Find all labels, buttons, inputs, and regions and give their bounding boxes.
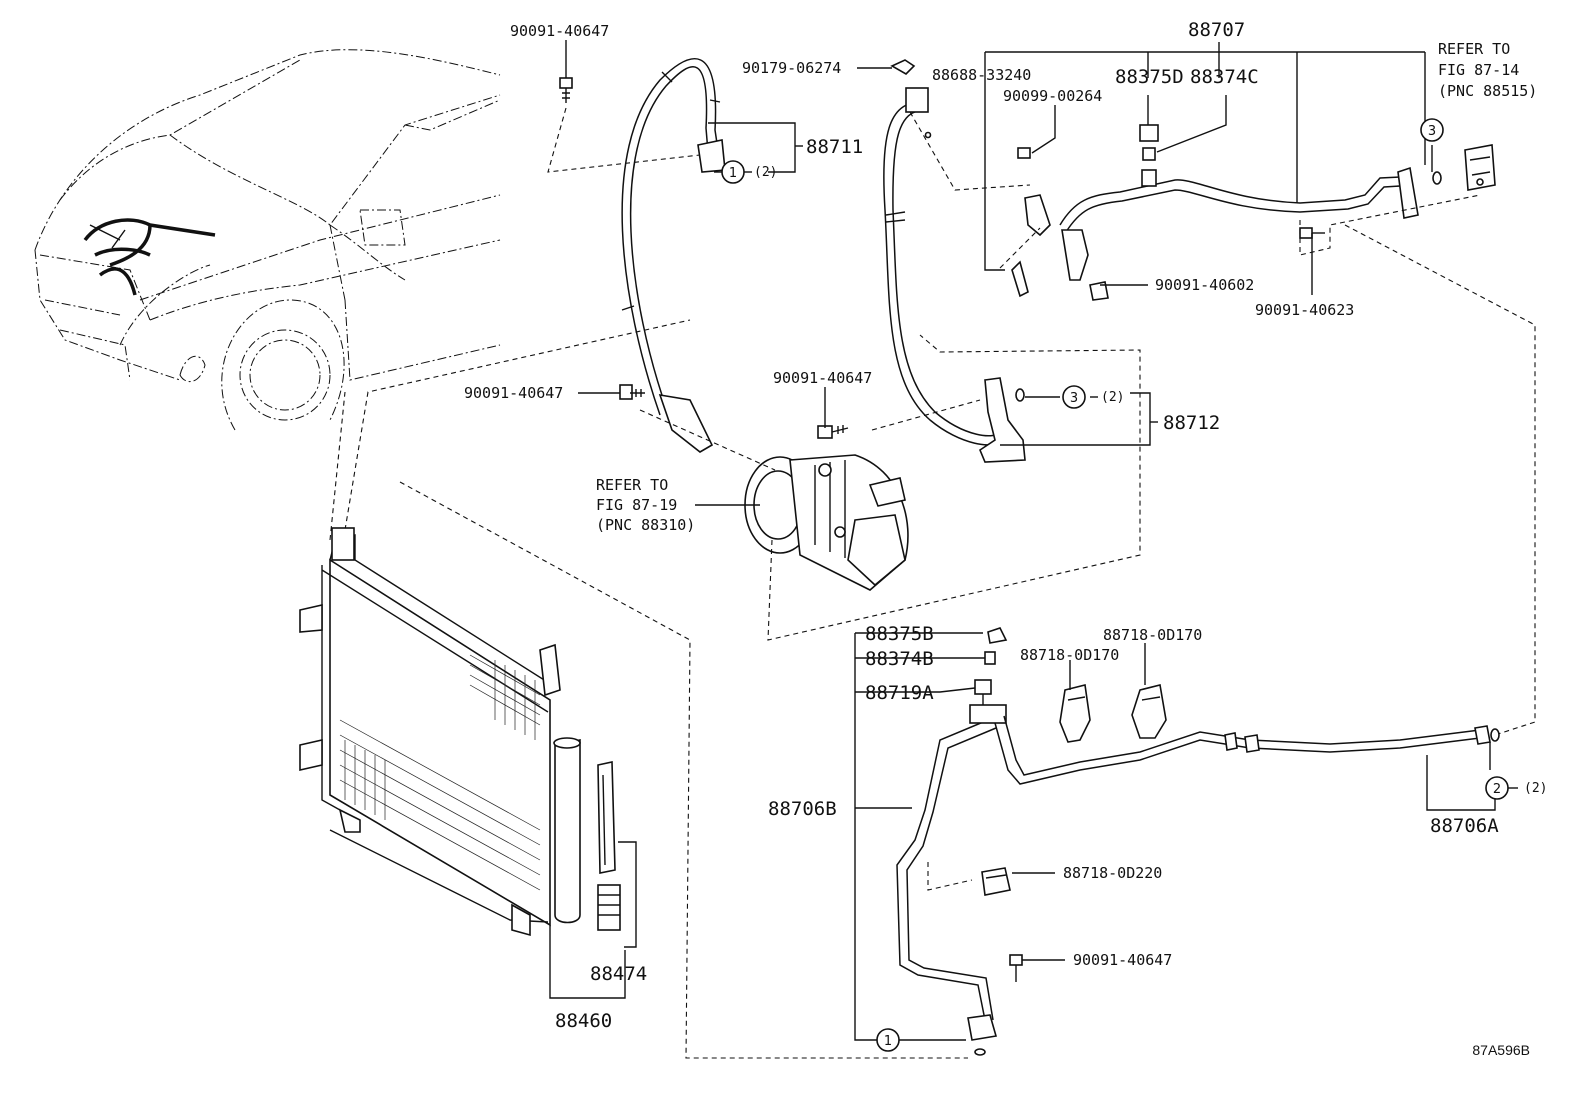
label-88718-0D220: 88718-0D220	[1063, 864, 1162, 882]
label-88718-0D170-a: 88718-0D170	[1020, 646, 1119, 664]
svg-text:FIG 87-19: FIG 87-19	[596, 496, 677, 514]
condenser-88460	[299, 527, 637, 948]
leader-dash-top-bolt	[547, 107, 701, 173]
hose-88712	[883, 87, 1026, 463]
compressor	[744, 454, 909, 591]
ref-note-valve: REFER TO FIG 87-14 (PNC 88515)	[1438, 40, 1537, 100]
o-ring-3-top	[1432, 171, 1442, 185]
nut-90179-06274	[890, 59, 916, 75]
condenser-fins	[339, 654, 541, 891]
callout-2: 2 (2)	[1485, 776, 1547, 800]
label-88688-33240: 88688-33240	[932, 66, 1031, 84]
svg-text:1: 1	[729, 166, 737, 181]
label-88474: 88474	[590, 963, 647, 985]
clamp-88718-0D170-a	[1059, 684, 1091, 743]
svg-text:3: 3	[1070, 391, 1078, 406]
callout-3-mid: 3 (2)	[1015, 385, 1124, 409]
figure-code: 87A596B	[1472, 1042, 1530, 1058]
label-88706A: 88706A	[1430, 815, 1499, 837]
svg-text:REFER TO: REFER TO	[1438, 40, 1510, 58]
label-90091-40647-top: 90091-40647	[510, 22, 609, 40]
svg-text:2: 2	[1493, 782, 1501, 797]
label-90091-40602: 90091-40602	[1155, 276, 1254, 294]
leader-lines	[565, 40, 1496, 1041]
ref-note-compressor: REFER TO FIG 87-19 (PNC 88310)	[596, 476, 695, 534]
label-88719A: 88719A	[865, 682, 934, 704]
leader-dash-clamp	[927, 862, 973, 891]
clamp-88718-0D220	[981, 867, 1011, 896]
vehicle-illustration	[34, 49, 501, 431]
leader-dash-88712	[909, 111, 1031, 191]
svg-text:(2): (2)	[754, 165, 777, 180]
bolt-90091-40647-comp	[817, 425, 849, 439]
callout-1-top: 1 (2)	[721, 160, 777, 184]
expansion-valve	[1464, 144, 1496, 191]
pipe-88706B	[896, 704, 1007, 1056]
part-labels: 90091-40647 88711 90179-06274 88707 8868…	[464, 19, 1499, 1032]
label-88374C: 88374C	[1190, 66, 1259, 88]
label-88374B: 88374B	[865, 648, 934, 670]
label-88706B: 88706B	[768, 798, 837, 820]
leader-condenser-frame	[399, 481, 968, 1059]
leader-dash-88707	[999, 227, 1041, 269]
svg-text:(2): (2)	[1101, 390, 1124, 405]
label-88375D: 88375D	[1115, 66, 1184, 88]
label-88707: 88707	[1188, 19, 1245, 41]
label-88375B: 88375B	[865, 623, 934, 645]
clamp-88718-0D170-b	[1131, 684, 1167, 739]
label-90179-06274: 90179-06274	[742, 59, 841, 77]
leader-88460	[549, 925, 626, 999]
label-90091-40647-comp: 90091-40647	[773, 369, 872, 387]
pipe-88707	[1011, 124, 1419, 301]
callout-1-bot: 1	[876, 1028, 900, 1052]
bolt-90091-40647-top	[559, 77, 573, 103]
label-90099-00264: 90099-00264	[1003, 87, 1102, 105]
hose-88711	[621, 58, 726, 453]
svg-text:(PNC 88515): (PNC 88515)	[1438, 82, 1537, 100]
leader-dash-compressor	[639, 409, 776, 471]
label-90091-40623: 90091-40623	[1255, 301, 1354, 319]
bolt-90091-40647-mid	[619, 384, 645, 400]
label-90091-40647-mid: 90091-40647	[464, 384, 563, 402]
pipe-88706A	[994, 715, 1500, 785]
callout-3-top: 3	[1420, 118, 1444, 142]
label-88712: 88712	[1163, 412, 1220, 434]
svg-text:1: 1	[884, 1034, 892, 1049]
label-88460: 88460	[555, 1010, 612, 1032]
bolt-90091-40647-bot	[1009, 954, 1023, 982]
svg-text:(PNC 88310): (PNC 88310)	[596, 516, 695, 534]
bolt-90099-00264	[1017, 147, 1031, 159]
sensor-parts	[974, 627, 1008, 705]
label-90091-40647-bot: 90091-40647	[1073, 951, 1172, 969]
label-88718-0D170-b: 88718-0D170	[1103, 626, 1202, 644]
svg-text:FIG 87-14: FIG 87-14	[1438, 61, 1519, 79]
svg-text:REFER TO: REFER TO	[596, 476, 668, 494]
svg-text:(2): (2)	[1524, 781, 1547, 796]
svg-text:3: 3	[1428, 124, 1436, 139]
label-88711: 88711	[806, 136, 863, 158]
leader-vehicle-condenser	[344, 319, 691, 531]
